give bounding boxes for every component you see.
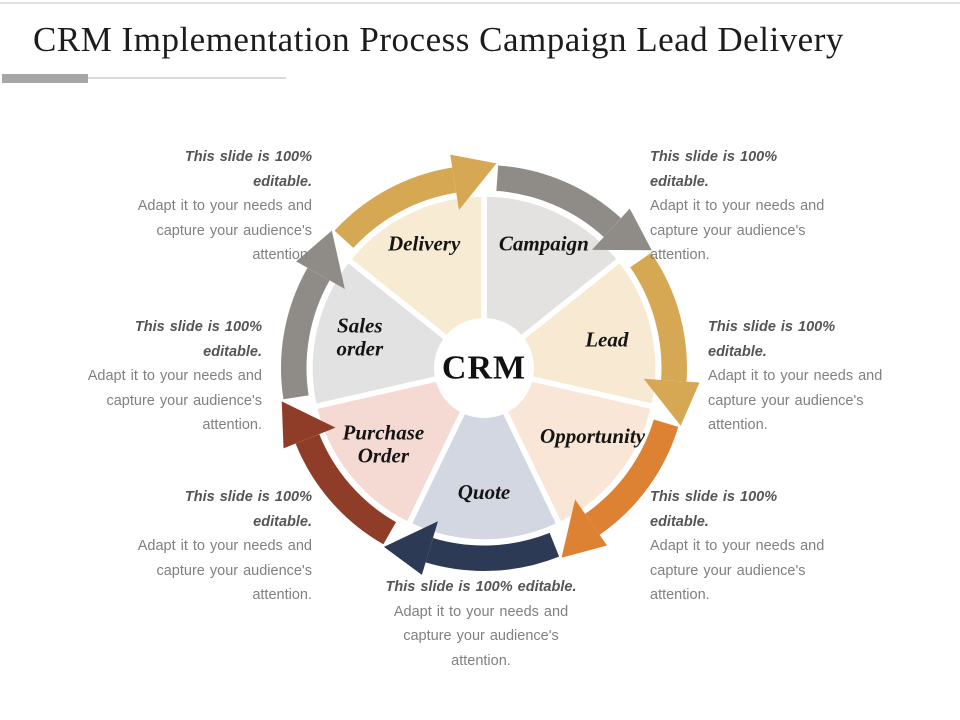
callout-emphasis: This slide is 100% editable.: [708, 319, 836, 360]
arrow-head-lead: [643, 378, 700, 426]
arrow-arc-sales-order: [280, 267, 330, 400]
callout-line: capture your audience's: [650, 222, 806, 239]
callout-emphasis: This slide is 100% editable.: [134, 319, 262, 360]
callout-bottom-left: This slide is 100% editable. Adapt it to…: [122, 485, 312, 608]
wedge-campaign: [481, 191, 623, 371]
arrow-arc-opportunity: [585, 419, 679, 535]
callout-line: capture your audience's: [708, 392, 864, 409]
callout-line: capture your audience's: [106, 392, 262, 409]
segment-label-campaign: Campaign: [499, 232, 589, 256]
callout-line: capture your audience's: [156, 562, 312, 579]
wedge-opportunity: [481, 365, 657, 528]
callout-line: Adapt it to your needs and: [137, 198, 312, 214]
callout-line: attention.: [708, 417, 768, 433]
callout-emphasis: This slide is 100% editable.: [650, 149, 778, 190]
callout-mid-left: This slide is 100% editable. Adapt it to…: [72, 315, 262, 438]
callout-top-right: This slide is 100% editable. Adapt it to…: [650, 145, 840, 268]
arrow-arc-quote: [425, 532, 560, 572]
callout-top-left: This slide is 100% editable. Adapt it to…: [122, 145, 312, 268]
callout-line: capture your audience's: [156, 222, 312, 239]
callout-line: Adapt it to your needs and: [137, 538, 312, 554]
callout-line: Adapt it to your needs and: [87, 368, 262, 384]
callout-mid-right: This slide is 100% editable. Adapt it to…: [708, 315, 898, 438]
arrow-head-opportunity: [561, 499, 608, 558]
segment-label-delivery: Delivery: [387, 232, 461, 256]
callout-line: attention.: [252, 247, 312, 263]
arrow-arc-delivery: [334, 167, 457, 248]
title-underline-bar: [2, 74, 88, 83]
callout-line: Adapt it to your needs and: [650, 538, 825, 554]
arrow-arc-lead: [630, 252, 687, 382]
callout-line: capture your audience's: [650, 562, 806, 579]
arrow-head-quote: [383, 521, 438, 575]
segment-label-lead: Lead: [584, 328, 629, 352]
callout-line: capture your audience's: [403, 628, 559, 644]
callout-line: attention.: [650, 587, 710, 603]
wedge-purchase-order: [311, 365, 487, 528]
hub-circle: [434, 318, 534, 418]
callout-line: attention.: [451, 652, 511, 669]
callout-bottom-center: This slide is 100% editable. Adapt it to…: [376, 575, 586, 673]
callout-emphasis: This slide is 100% editable.: [650, 489, 778, 530]
callout-line: Adapt it to your needs and: [650, 198, 825, 214]
title-underline-line: [88, 77, 286, 79]
top-border-line: [0, 2, 960, 4]
arrow-arc-purchase-order: [295, 434, 397, 545]
wedge-quote: [405, 365, 563, 545]
callout-emphasis: This slide is 100% editable.: [184, 489, 312, 530]
callout-bottom-right: This slide is 100% editable. Adapt it to…: [650, 485, 840, 608]
callout-emphasis: This slide is 100% editable.: [385, 579, 577, 595]
arrow-head-campaign: [591, 208, 652, 251]
segment-label-opportunity: Opportunity: [540, 424, 646, 448]
arrow-head-sales-order: [296, 230, 345, 290]
arrow-head-purchase-order: [281, 401, 336, 449]
callout-line: Adapt it to your needs and: [708, 368, 883, 384]
center-label: CRM: [442, 350, 526, 387]
wedge-delivery: [345, 191, 487, 371]
segment-label-quote: Quote: [458, 480, 511, 504]
callout-emphasis: This slide is 100% editable.: [184, 149, 312, 190]
arrow-head-delivery: [450, 154, 497, 210]
callout-line: attention.: [252, 587, 312, 603]
arrow-arc-campaign: [496, 165, 621, 237]
callout-line: Adapt it to your needs and: [393, 603, 569, 620]
page-title: CRM Implementation Process Campaign Lead…: [33, 20, 844, 59]
callout-line: attention.: [202, 417, 262, 433]
callout-line: attention.: [650, 247, 710, 263]
